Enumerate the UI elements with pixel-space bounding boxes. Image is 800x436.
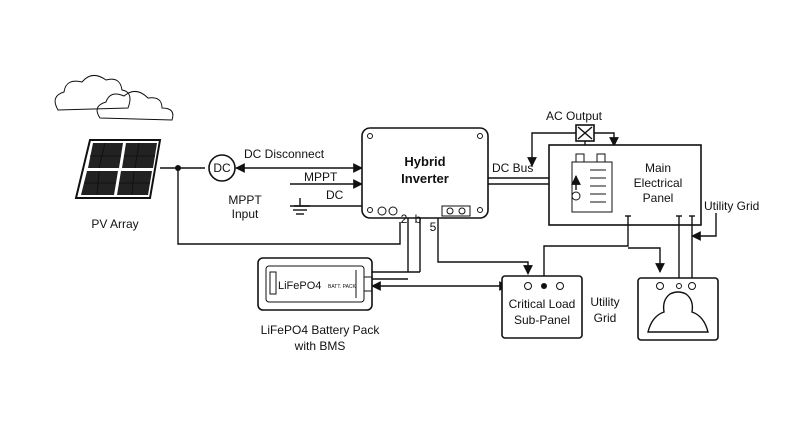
dc-disconnect-switch[interactable] [208, 154, 236, 182]
ac-output-label: AC Output [546, 109, 603, 123]
mppt-label: MPPT [304, 170, 338, 184]
mppt-input-label: MPPT [228, 193, 262, 207]
pv-array-icon [74, 139, 162, 199]
dc-circle-label: DC [213, 161, 231, 175]
critical-load-subpanel[interactable] [501, 275, 583, 339]
cloud-icon [54, 75, 174, 121]
dc-disconnect-label: DC Disconnect [244, 147, 325, 161]
battery-caption: LiFePO4 Battery Pack [261, 323, 381, 337]
terminal-icon [524, 282, 532, 290]
battery-label: LiFePO4 [278, 280, 321, 292]
critical-load-title: Critical Load [509, 297, 576, 311]
port-b-label: b [415, 212, 422, 226]
utility-grid-mid-label: Utility [590, 295, 619, 309]
utility-meter[interactable] [637, 277, 719, 341]
meter-dial-icon [647, 291, 709, 333]
ground-icon [290, 198, 310, 215]
inverter-title: Hybrid [404, 154, 445, 169]
dc-bus-label: DC Bus [492, 161, 533, 175]
utility-grid-label: Utility Grid [704, 199, 759, 213]
battery-icon [269, 271, 277, 295]
dc-label: DC [326, 188, 344, 202]
main-panel-title: Main [645, 161, 671, 175]
main-panel-title-2: Electrical [634, 176, 683, 190]
mppt-input-label-2: Input [232, 207, 259, 221]
hybrid-inverter[interactable] [361, 127, 489, 219]
main-panel-title-3: Panel [643, 191, 674, 205]
battery-small-label: BATT. PACK [328, 284, 357, 290]
inverter-title-2: Inverter [401, 171, 449, 186]
port-2-label: 2 [401, 212, 408, 226]
utility-grid-mid-label-2: Grid [594, 311, 617, 325]
battery-caption-2: with BMS [294, 339, 346, 353]
pv-array-label: PV Array [91, 217, 138, 231]
breaker-icon [571, 161, 613, 213]
critical-load-title-2: Sub-Panel [514, 313, 570, 327]
port-5-label: 5 [430, 220, 437, 234]
